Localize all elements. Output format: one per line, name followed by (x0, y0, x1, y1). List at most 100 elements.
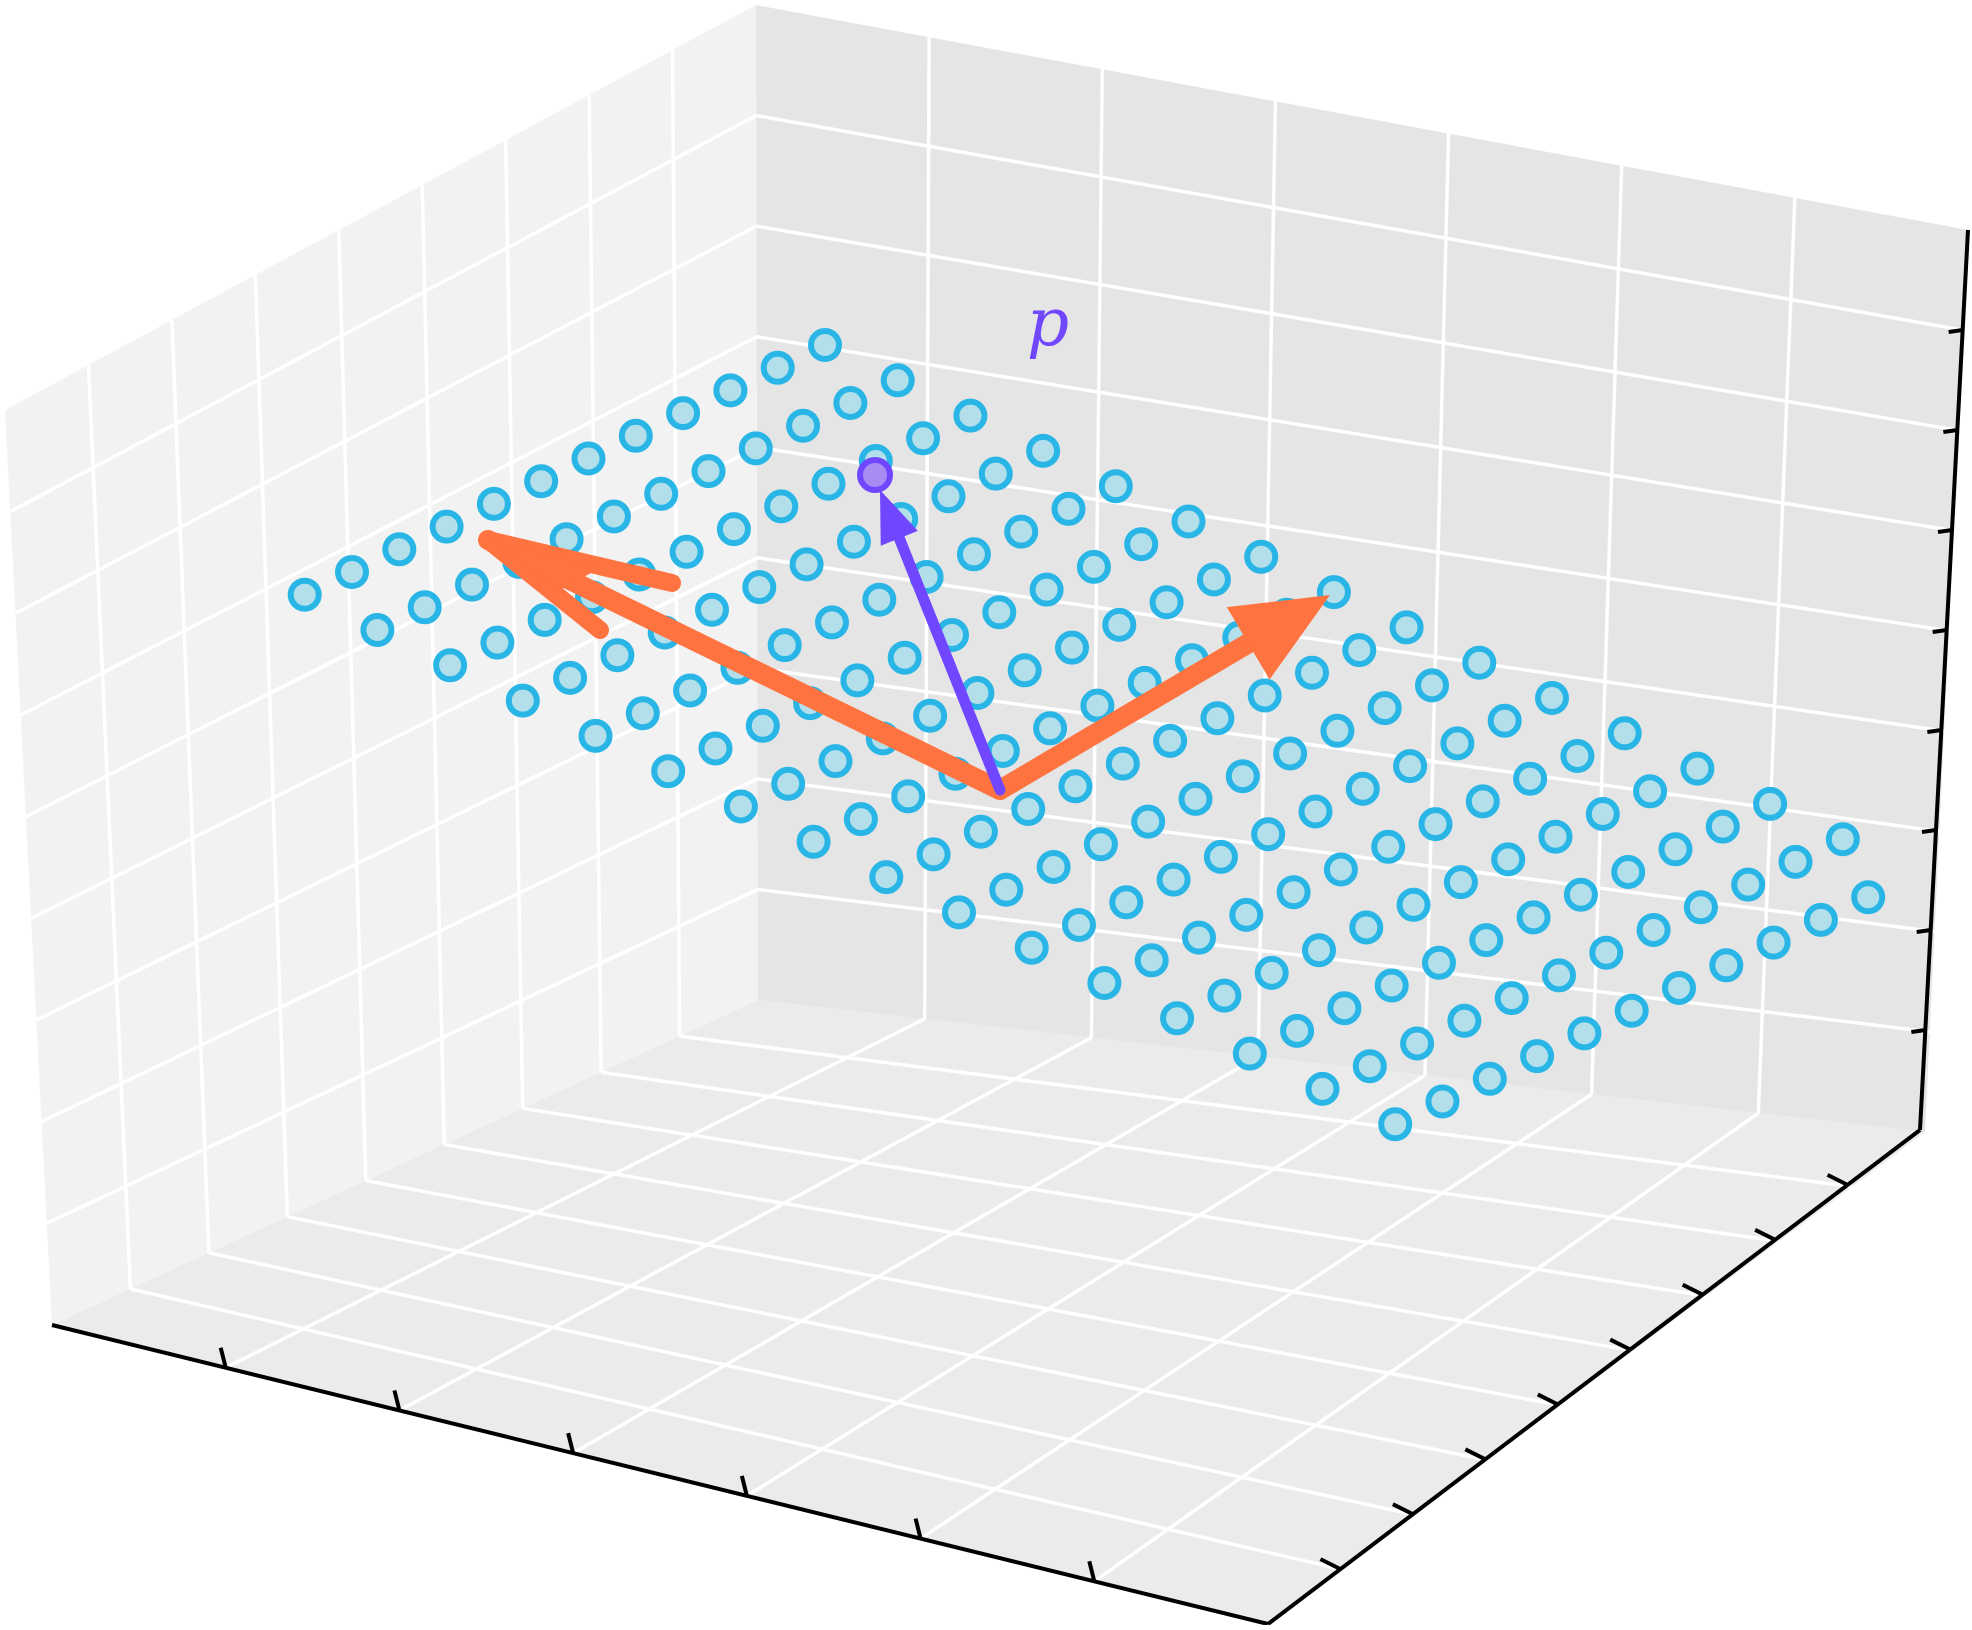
lattice-point (1465, 784, 1500, 819)
grid-floor-width (224, 1017, 926, 1370)
lattice-point (1447, 1003, 1482, 1038)
point-vector-p (880, 490, 1006, 796)
lattice-point (527, 602, 562, 637)
axes-panes (5, 5, 1968, 1624)
grid-floor-depth (679, 1034, 1853, 1189)
z-axis-tick (1916, 928, 1931, 934)
lattice-point (1280, 1013, 1315, 1048)
lattice-point (691, 454, 726, 489)
grid-floor-depth (600, 1070, 1780, 1244)
lattice-point (931, 479, 966, 514)
grid-left-vertical (337, 229, 368, 1181)
lattice-point (1076, 549, 1111, 584)
x-axis-tick (566, 1432, 576, 1454)
lattice-point (811, 466, 846, 501)
lattice-point (1462, 645, 1497, 680)
lattice-point (786, 408, 821, 443)
grid-back-horizontal (756, 445, 1950, 633)
lattice-point (1200, 701, 1235, 736)
lattice-point (1203, 839, 1238, 874)
lattice-point (1542, 958, 1576, 993)
grid-back-horizontal (756, 334, 1954, 533)
basis-vector-left (478, 530, 1010, 800)
grid-floor-depth (522, 1106, 1707, 1298)
z-axis-tick (1937, 528, 1953, 534)
lattice-point (335, 555, 369, 589)
grid-floor-width (919, 1092, 1593, 1541)
z-axis-tick (1948, 328, 1963, 334)
lattice-point (953, 398, 988, 433)
grid-floor-depth (365, 1178, 1561, 1408)
lattice-point (1062, 908, 1096, 942)
lattice-point (1349, 910, 1384, 945)
lattice-point (1109, 885, 1144, 920)
lattice-point (1087, 966, 1122, 1000)
lattice-point (1098, 469, 1133, 504)
lattice-point (1305, 1071, 1340, 1106)
lattice-point (1378, 1107, 1413, 1142)
lattice-point (429, 509, 464, 544)
grid-back-horizontal (756, 224, 1959, 433)
lattice-point (716, 512, 751, 547)
x-axis-line (51, 1323, 1269, 1626)
grid-left-vertical (170, 319, 211, 1253)
x-axis-tick (218, 1347, 228, 1369)
lattice-point (956, 537, 991, 572)
lattice-point (1662, 971, 1696, 1005)
lattice-point (1004, 514, 1039, 549)
lattice-point (553, 660, 588, 695)
grid-floor-depth (443, 1142, 1634, 1353)
lattice-point (836, 524, 871, 559)
labels: p (1027, 284, 1069, 361)
z-axis-tick (1911, 1028, 1926, 1034)
z-axis-line (1918, 229, 1970, 1131)
lattice-point (666, 396, 701, 431)
lattice-point (1756, 925, 1791, 960)
lattice-point (880, 363, 915, 398)
lattice-point (1352, 1049, 1387, 1084)
lattice-point (1418, 807, 1453, 842)
y-axis-tick (1464, 1447, 1487, 1462)
lattice-point (476, 486, 511, 521)
x-axis-tick (739, 1475, 749, 1497)
grid-left-horizontal (40, 777, 759, 1124)
lattice-point (1494, 981, 1529, 1016)
vectors (478, 457, 1330, 800)
grid-left-horizontal (46, 887, 759, 1225)
lattice-point (1443, 865, 1478, 900)
lattice-point (618, 418, 653, 453)
grid-left-horizontal (19, 335, 758, 717)
grid-floor-width (1093, 1111, 1760, 1583)
lattice-point (1320, 713, 1355, 748)
basis-vector-left-tip (488, 540, 600, 590)
lattice-point (1709, 948, 1744, 983)
lattice-point (455, 567, 489, 602)
lattice-point (1036, 850, 1071, 884)
lattice-point (1182, 920, 1216, 955)
lattice-point (1753, 786, 1788, 821)
lattice-point (913, 698, 948, 733)
lattice-point (1371, 829, 1406, 864)
lattice-point (1124, 527, 1159, 562)
point-p-marker (857, 457, 893, 493)
lattice-point (1323, 852, 1358, 887)
z-axis-tick (1927, 728, 1942, 734)
lattice-point (1607, 716, 1642, 751)
lattice-point (1516, 900, 1551, 935)
lattice-point (287, 577, 322, 612)
lattice-point (840, 663, 875, 698)
lattice-point (808, 328, 842, 362)
grid-back-horizontal (757, 666, 1940, 834)
lattice-point (1415, 668, 1449, 703)
lattice-point (1058, 769, 1093, 804)
lattice-point (698, 731, 733, 766)
lattice-point (760, 350, 795, 385)
lattice-point (1055, 630, 1089, 665)
lattice-point (815, 605, 849, 640)
grid-back-vertical (1756, 197, 1797, 1114)
lattice-point (1196, 562, 1231, 597)
lattice-point (1683, 890, 1718, 925)
grid-left-vertical (503, 139, 525, 1109)
lattice-point (1440, 726, 1475, 761)
lattice-point (789, 547, 824, 582)
